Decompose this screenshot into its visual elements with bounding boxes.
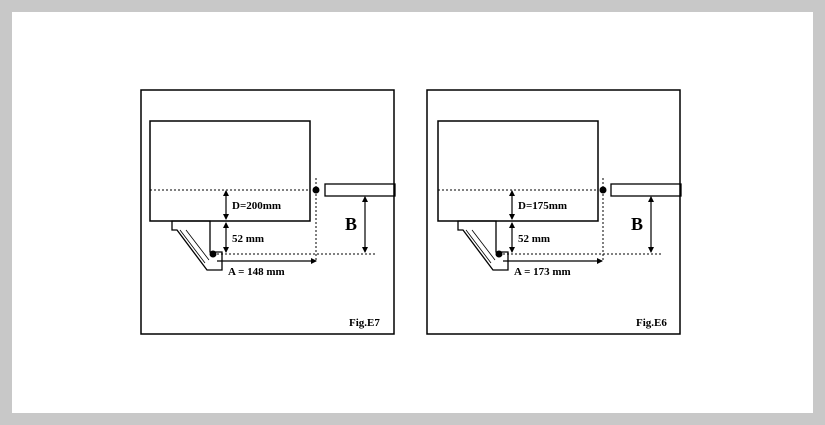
figure-caption: Fig.E6 xyxy=(636,317,667,329)
gap-label: 52 mm xyxy=(232,233,264,245)
cabinet-box xyxy=(149,120,311,222)
wall-dot xyxy=(312,186,320,194)
figure-caption: Fig.E7 xyxy=(349,317,380,329)
depth-label: D=175mm xyxy=(518,200,567,212)
b-label: B xyxy=(631,214,643,234)
pivot-dot xyxy=(209,250,217,258)
depth-label: D=200mm xyxy=(232,200,281,212)
gap-label: 52 mm xyxy=(518,233,550,245)
hood-bracket xyxy=(171,220,223,271)
hood-hatch xyxy=(179,229,210,264)
figure-e6: D=175mm 52 mm A = 173 mm B Fig.E6 xyxy=(426,89,682,335)
distance-label: A = 148 mm xyxy=(228,266,285,278)
distance-label: A = 173 mm xyxy=(514,266,571,278)
shelf-box xyxy=(324,183,396,197)
figure-frame xyxy=(140,89,395,335)
shelf-box xyxy=(610,183,682,197)
wall-dot xyxy=(599,186,607,194)
b-label: B xyxy=(345,214,357,234)
figure-frame xyxy=(426,89,681,335)
pivot-dot xyxy=(495,250,503,258)
hood-hatch xyxy=(465,229,496,264)
figure-e7: D=200mm 52 mm A = 148 mm B Fig.E7 xyxy=(140,89,396,335)
cabinet-box xyxy=(437,120,599,222)
hood-bracket xyxy=(457,220,509,271)
